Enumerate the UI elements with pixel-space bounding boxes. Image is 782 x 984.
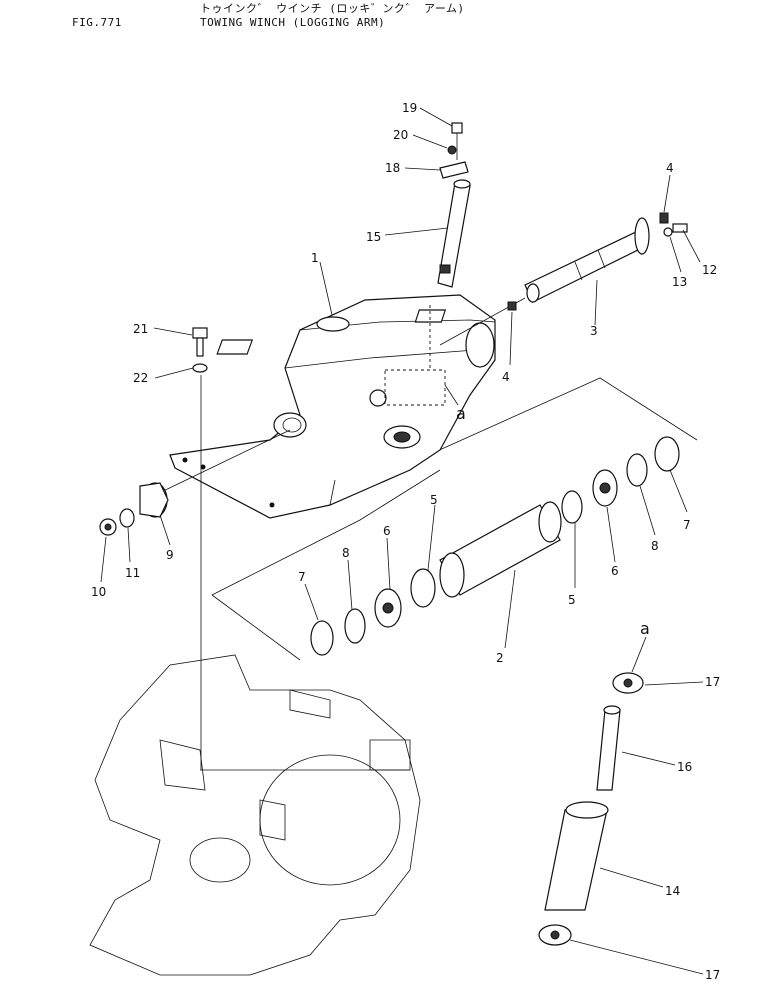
callout-19: 19 <box>402 101 417 115</box>
callout-13: 13 <box>672 275 687 289</box>
callout-6: 6 <box>383 524 391 538</box>
figure-title: TOWING WINCH (LOGGING ARM) <box>200 16 386 29</box>
callout-21: 21 <box>133 322 148 336</box>
left-hub-parts <box>99 482 169 536</box>
reference-a: a <box>640 619 650 638</box>
callout-11: 11 <box>125 566 140 580</box>
reference-a: a <box>456 404 466 423</box>
callout-5: 5 <box>430 493 438 507</box>
figure-number: FIG.771 <box>72 16 122 29</box>
grease-fitting-icon <box>659 212 669 224</box>
callout-6: 6 <box>611 564 619 578</box>
figure-title-japanese: トゥインク゛ ウインチ (ロッキ゛ンク゛ アーム) <box>200 2 465 15</box>
alignment-line-shaft <box>154 429 291 496</box>
machine-body-context <box>89 654 421 976</box>
callout-labels: 1 2 3 4 4 5 5 6 6 7 7 8 8 9 10 11 12 13 … <box>91 101 720 982</box>
callout-12: 12 <box>702 263 717 277</box>
callout-17: 17 <box>705 968 720 982</box>
drum-right-stack <box>561 436 680 524</box>
callout-15: 15 <box>366 230 381 244</box>
callout-2: 2 <box>496 651 504 665</box>
callout-20: 20 <box>393 128 408 142</box>
callout-16: 16 <box>677 760 692 774</box>
callout-10: 10 <box>91 585 106 599</box>
callout-8: 8 <box>651 539 659 553</box>
pin-assembly <box>437 122 471 288</box>
callout-18: 18 <box>385 161 400 175</box>
callout-1: 1 <box>311 251 319 265</box>
callout-8: 8 <box>342 546 350 560</box>
sleeve-parts <box>538 672 644 946</box>
sprocket-icon <box>119 508 135 528</box>
callout-3: 3 <box>590 324 598 338</box>
shaft-assembly <box>439 212 688 346</box>
callout-4: 4 <box>666 161 674 175</box>
callout-14: 14 <box>665 884 680 898</box>
leader-lines <box>100 107 704 975</box>
logging-arm-housing <box>169 294 496 519</box>
drum-left-stack <box>310 501 562 656</box>
callout-9: 9 <box>166 548 174 562</box>
callout-5: 5 <box>568 593 576 607</box>
callout-7: 7 <box>683 518 691 532</box>
callout-17: 17 <box>705 675 720 689</box>
callout-4: 4 <box>502 370 510 384</box>
callout-7: 7 <box>298 570 306 584</box>
callout-22: 22 <box>133 371 148 385</box>
bolt-washer <box>192 327 208 373</box>
